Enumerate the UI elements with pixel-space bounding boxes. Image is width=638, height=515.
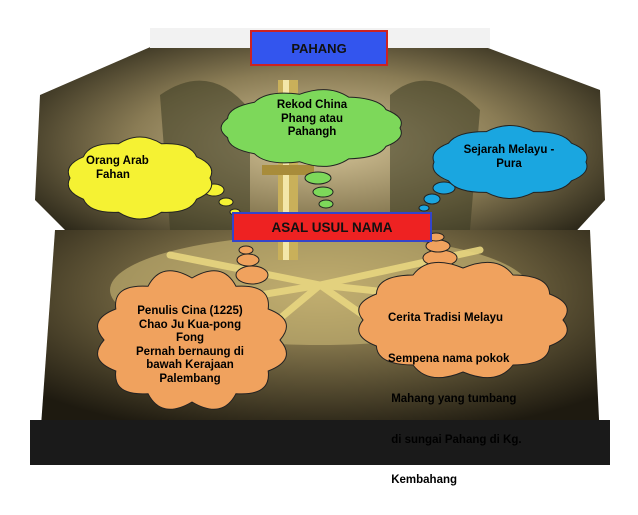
cloud-line: Orang Arab	[86, 155, 149, 167]
cloud-chinese-writer-tail-bubble	[236, 253, 260, 267]
cloud-chinese-writer-tail-bubble	[235, 265, 269, 285]
cloud-china-record-tail-bubble	[318, 199, 334, 209]
cloud-chinese-writer-body	[97, 270, 287, 410]
cloud-malay-tradition-text: Cerita Tradisi Melayu Sempena nama pokok…	[388, 285, 548, 515]
cloud-line: Phang atau	[281, 112, 343, 125]
cloud-line: bawah Kerajaan	[146, 359, 234, 371]
cloud-line: Penulis Cina (1225)	[137, 305, 243, 317]
emblem-base-band	[30, 420, 610, 465]
cloud-arab-body	[67, 136, 213, 220]
cloud-malay-tradition-body	[358, 261, 568, 379]
cloud-arab-text: Orang Arab Fahan	[86, 155, 166, 182]
cloud-line: Fong	[175, 332, 205, 344]
cloud-sejarah-melayu-tail-bubble	[432, 181, 456, 195]
cloud-line: di sungai Pahang di Kg.	[388, 433, 522, 446]
cloud-chinese-writer-text: Penulis Cina (1225) Chao Ju Kua-pong Fon…	[120, 305, 260, 386]
diagram-shapes	[67, 89, 588, 410]
cloud-sejarah-melayu-tail-bubble	[423, 193, 441, 205]
cloud-chinese-writer-tail-bubble	[238, 245, 254, 255]
cloud-china-record-text: Rekod China Phang atau Pahangh	[262, 99, 362, 140]
cloud-line: Rekod China	[276, 99, 348, 111]
cloud-china-record-tail-bubble	[312, 186, 334, 198]
cloud-line: Chao Ju Kua-pong	[138, 318, 242, 331]
cloud-sejarah-melayu	[418, 125, 588, 212]
cloud-sejarah-melayu-tail-bubble	[418, 204, 430, 212]
cloud-sejarah-melayu-body	[432, 125, 588, 199]
cloud-china-record	[220, 89, 402, 209]
cloud-arab-tail-bubble	[218, 197, 234, 207]
cloud-china-record-body	[220, 89, 402, 167]
cloud-line: Pura	[496, 157, 522, 170]
cloud-sejarah-melayu-text: Sejarah Melayu - Pura	[444, 144, 574, 171]
cloud-line: Sempena nama pokok	[388, 352, 510, 365]
cloud-line: Pernah bernaung di	[136, 345, 244, 358]
cloud-malay-tradition	[358, 232, 568, 379]
diagram-canvas: PAHANG ASAL USUL NAMA Rekod China Phang …	[30, 28, 610, 486]
cloud-line: Kembahang	[388, 474, 458, 486]
title-text: PAHANG	[291, 40, 347, 56]
title-box	[250, 30, 388, 66]
cloud-line: Sejarah Melayu -	[463, 144, 555, 156]
cloud-line: Mahang yang tumbang	[388, 393, 517, 405]
cloud-line: Cerita Tradisi Melayu	[388, 312, 504, 324]
center-text: ASAL USUL NAMA	[271, 219, 393, 235]
cloud-line: Palembang	[159, 372, 221, 385]
cloud-china-record-tail-bubble	[304, 171, 332, 185]
cloud-line: Pahangh	[287, 126, 337, 138]
cloud-arab	[67, 136, 241, 220]
center-box	[232, 212, 432, 242]
cloud-line: Fahan	[96, 168, 130, 181]
cloud-chinese-writer	[97, 245, 287, 410]
